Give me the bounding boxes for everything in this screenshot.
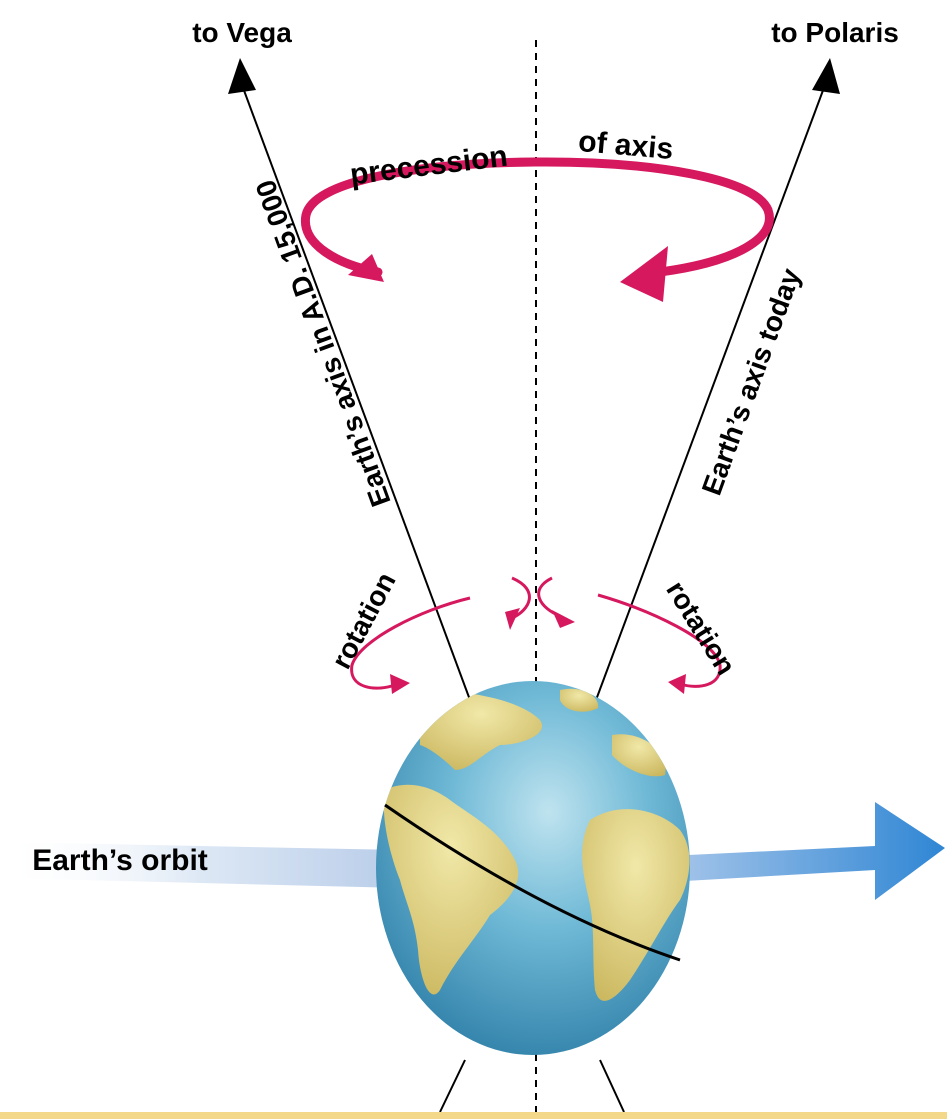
label-to-polaris: to Polaris <box>771 17 899 48</box>
label-to-vega: to Vega <box>192 17 292 48</box>
rotation-arrows <box>350 576 722 694</box>
orbit-arrow-icon <box>0 802 945 900</box>
label-rotation-right: rotation <box>660 576 742 681</box>
equator-line <box>384 803 681 962</box>
label-axis-future: Earth’s axis in A.D. 15,000 <box>250 176 397 511</box>
label-axis-today: Earth’s axis today <box>696 264 807 499</box>
axis-today-line <box>595 84 826 701</box>
earth-globe-icon <box>376 681 690 1055</box>
label-precession: precession <box>348 140 509 192</box>
axis-lines <box>228 58 840 1113</box>
rotation-arrow-left-icon <box>350 576 531 690</box>
axis-today-south-line <box>599 1059 625 1113</box>
axis-future-line <box>241 84 471 701</box>
label-rotation-left: rotation <box>325 567 401 674</box>
axis-future-south-line <box>439 1059 466 1113</box>
label-earth-orbit: Earth’s orbit <box>32 844 208 877</box>
precession-arrow-icon <box>300 157 774 302</box>
vega-arrowhead-icon <box>228 58 256 94</box>
polaris-arrowhead-icon <box>812 58 840 94</box>
bottom-bar <box>0 1112 947 1119</box>
